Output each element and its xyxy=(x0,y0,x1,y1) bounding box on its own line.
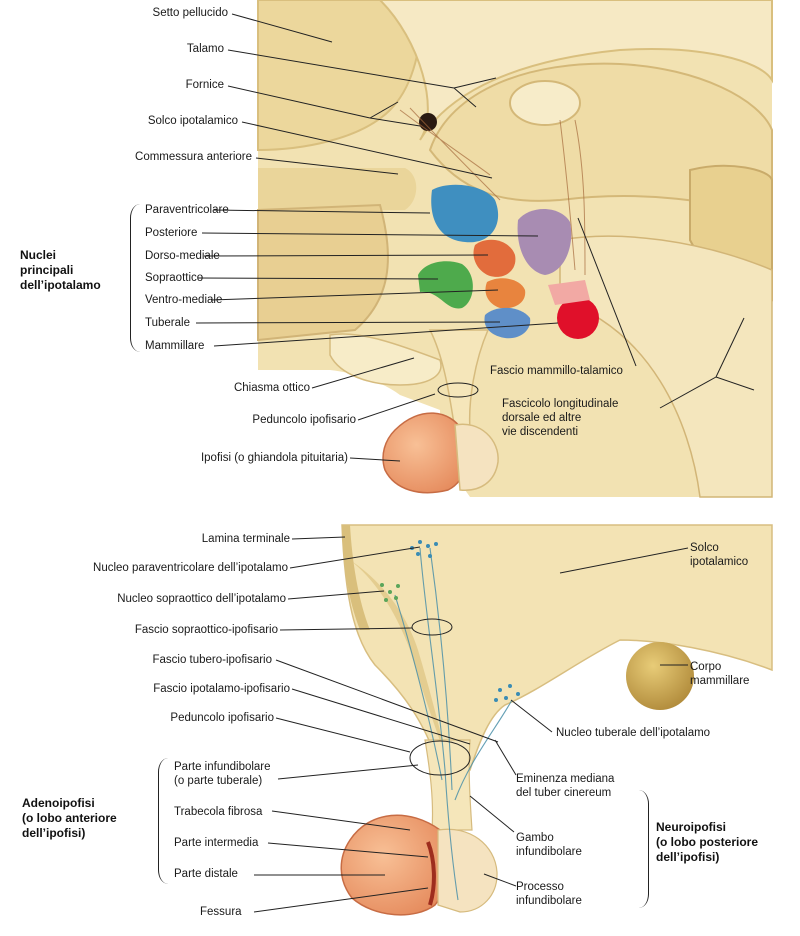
label-fascicolo-longitudinale: Fascicolo longitudinale dorsale ed altre… xyxy=(502,397,618,439)
label-parte-infundibolare: Parte infundibolare (o parte tuberale) xyxy=(174,760,271,788)
fascicolo-line-1: Fascicolo longitudinale xyxy=(502,398,619,410)
foramen xyxy=(419,113,437,131)
neuro-line-1: Neuroipofisi xyxy=(656,820,727,834)
label-fascio-ipotalamo: Fascio ipotalamo-ipofisario xyxy=(153,683,290,695)
label-nucleo-sopraottico: Nucleo sopraottico dell’ipotalamo xyxy=(117,593,286,605)
label-peduncolo-ipofisario-top: Peduncolo ipofisario xyxy=(252,414,356,426)
adeno-line-1: Adenoipofisi xyxy=(22,796,95,810)
pars-distalis xyxy=(340,814,448,916)
processo-line-1: Processo xyxy=(516,881,564,893)
neuro-line-2: (o lobo posteriore xyxy=(656,835,758,849)
eminenza-line-1: Eminenza mediana xyxy=(516,773,615,785)
processo-line-2: infundibolare xyxy=(516,895,582,907)
label-setto-pellucido: Setto pellucido xyxy=(152,7,228,19)
fascicolo-line-2: dorsale ed altre xyxy=(502,412,582,424)
label-trabecola-fibrosa: Trabecola fibrosa xyxy=(174,806,263,818)
label-sopraottico: Sopraottico xyxy=(145,272,204,284)
label-mammillare: Mammillare xyxy=(145,340,205,352)
mammillary-stalk xyxy=(548,280,590,305)
label-commessura-anteriore: Commessura anteriore xyxy=(135,151,252,163)
brace-neuroipofisi xyxy=(638,790,649,908)
nucleus-mammillary xyxy=(557,297,599,339)
label-fascio-tubero: Fascio tubero-ipofisario xyxy=(152,654,272,666)
label-processo-infundibolare: Processo infundibolare xyxy=(516,880,582,908)
brace-nuclei xyxy=(130,204,141,352)
group-adenoipofisi: Adenoipofisi (o lobo anteriore dell’ipof… xyxy=(22,796,117,841)
eminenza-line-2: del tuber cinereum xyxy=(516,787,612,799)
nucleus-tuberal xyxy=(484,307,531,339)
nucleus-paraventricular xyxy=(431,184,499,243)
label-gambo-infundibolare: Gambo infundibolare xyxy=(516,831,582,859)
label-fessura: Fessura xyxy=(200,906,242,918)
pars-intermedia xyxy=(426,841,436,906)
adeno-line-3: dell’ipofisi) xyxy=(22,826,86,840)
corpus-mammillare xyxy=(626,642,694,710)
label-corpo-mammillare: Corpo mammillare xyxy=(690,660,749,688)
nucleus-posterior xyxy=(517,208,572,275)
group-nuclei-principali: Nuclei principali dell’ipotalamo xyxy=(20,248,101,293)
brainstem xyxy=(559,235,773,498)
label-chiasma-ottico: Chiasma ottico xyxy=(233,382,310,394)
top-leader-lines xyxy=(195,13,755,462)
label-eminenza-mediana: Eminenza mediana del tuber cinereum xyxy=(516,772,614,800)
brace-adenoipofisi xyxy=(158,758,169,884)
label-dorso-mediale: Dorso-mediale xyxy=(145,250,220,262)
corpus-callosum xyxy=(378,0,773,141)
interthalamic-adhesion xyxy=(509,80,581,126)
neurosecretory-fibers xyxy=(394,547,513,901)
label-peduncolo-ipofisario-bottom: Peduncolo ipofisario xyxy=(170,712,274,724)
group-line-1: Nuclei xyxy=(20,248,57,262)
corpo-line-2: mammillare xyxy=(690,675,750,687)
gambo-line-1: Gambo xyxy=(516,832,554,844)
label-talamo: Talamo xyxy=(186,43,224,55)
gambo-line-2: infundibolare xyxy=(516,846,582,858)
brain-sagittal-section xyxy=(257,0,773,498)
bottom-leader-lines xyxy=(253,536,689,913)
label-solco-ipotalamico-bottom: Solco ipotalamico xyxy=(690,541,748,569)
neuron-dots xyxy=(380,540,520,702)
label-paraventricolare: Paraventricolare xyxy=(145,204,229,216)
nucleus-ventromedial xyxy=(485,278,526,309)
neuro-line-3: dell’ipofisi) xyxy=(656,850,720,864)
label-posteriore: Posteriore xyxy=(145,227,198,239)
label-fornice: Fornice xyxy=(185,79,224,91)
lamina-terminalis xyxy=(342,525,370,630)
label-fascio-mammillo-talamico: Fascio mammillo-talamico xyxy=(490,365,623,377)
anterior-commissure xyxy=(258,168,417,210)
infundibolare-line-2: (o parte tuberale) xyxy=(174,775,263,787)
label-solco-ipotalamico: Solco ipotalamico xyxy=(147,115,238,127)
nucleus-supraoptic xyxy=(418,261,473,309)
fascicolo-line-3: vie discendenti xyxy=(502,426,579,438)
label-fascio-sopraottico: Fascio sopraottico-ipofisario xyxy=(134,624,278,636)
group-line-3: dell’ipotalamo xyxy=(20,278,101,292)
label-parte-distale: Parte distale xyxy=(174,868,238,880)
label-ventro-mediale: Ventro-mediale xyxy=(145,294,223,306)
pituitary-gland xyxy=(382,412,468,494)
fibers-top xyxy=(399,107,586,276)
infundibolare-line-1: Parte infundibolare xyxy=(174,761,271,773)
nucleus-dorsomedial xyxy=(473,239,516,277)
label-tuberale: Tuberale xyxy=(145,317,190,329)
frontal-region xyxy=(257,203,389,342)
solco-line-1: Solco xyxy=(690,542,719,554)
corpo-line-1: Corpo xyxy=(690,661,722,673)
group-neuroipofisi: Neuroipofisi (o lobo posteriore dell’ipo… xyxy=(656,820,758,865)
processus-infundibularis xyxy=(437,828,498,913)
label-nucleo-tuberale: Nucleo tuberale dell’ipotalamo xyxy=(556,727,711,739)
label-ipofisi: Ipofisi (o ghiandola pituitaria) xyxy=(200,452,348,464)
solco-line-2: ipotalamico xyxy=(690,556,749,568)
optic-region xyxy=(329,333,442,386)
label-nucleo-paraventricolare: Nucleo paraventricolare dell’ipotalamo xyxy=(93,562,288,574)
label-lamina-terminale: Lamina terminale xyxy=(201,533,290,545)
pituitary-section xyxy=(340,524,773,916)
adeno-line-2: (o lobo anteriore xyxy=(22,811,117,825)
hypothalamic-nuclei xyxy=(418,184,599,339)
posterior-pituitary xyxy=(454,423,499,491)
group-line-2: principali xyxy=(20,263,74,277)
label-parte-intermedia: Parte intermedia xyxy=(174,837,259,849)
